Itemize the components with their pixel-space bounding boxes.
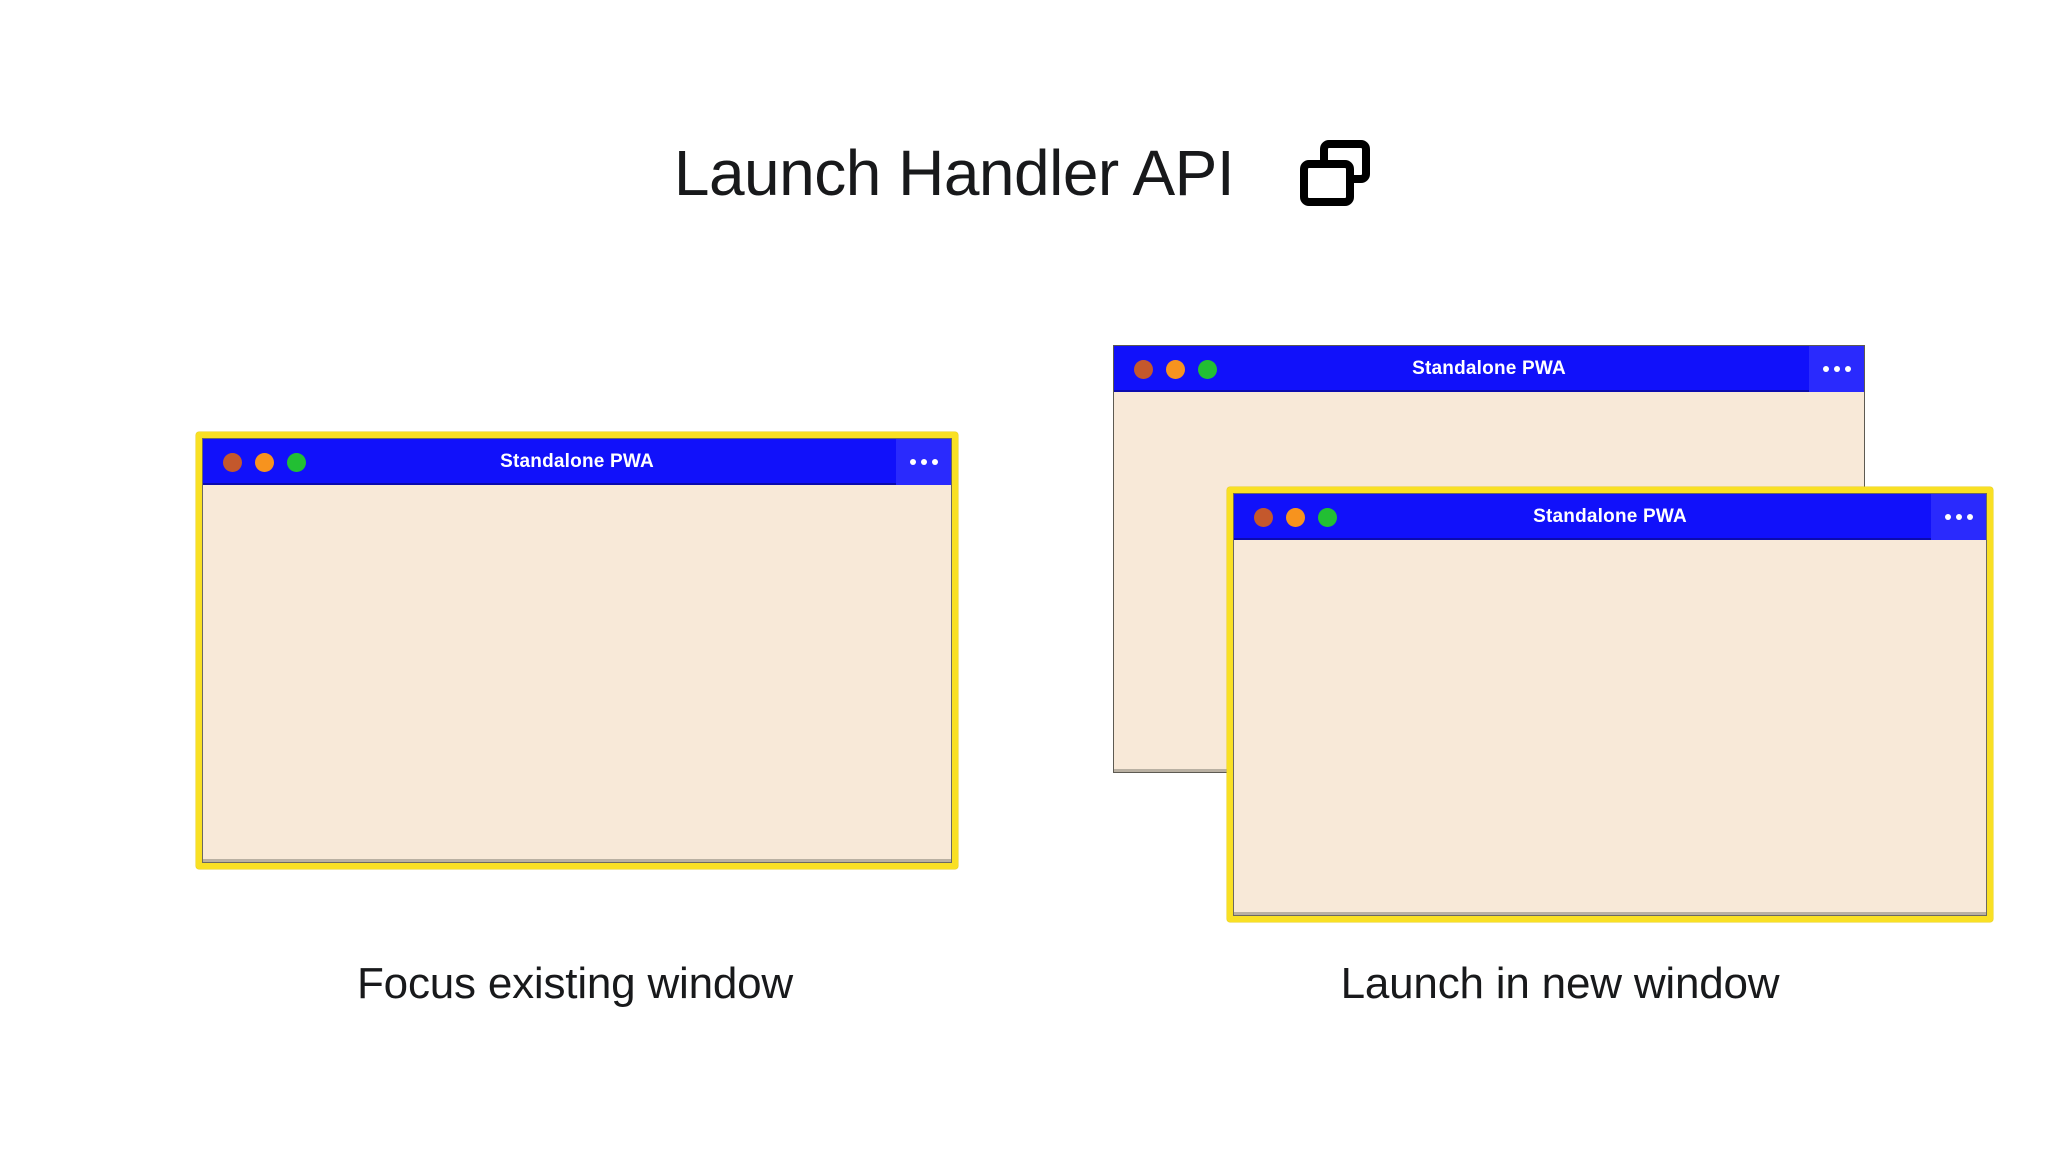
close-dot-icon[interactable] xyxy=(223,452,242,472)
menu-dot-icon xyxy=(1944,514,1951,520)
window-content-area xyxy=(203,485,951,862)
overflow-menu-button[interactable] xyxy=(1931,494,1986,540)
left-window[interactable]: Standalone PWA xyxy=(196,432,958,869)
close-dot-icon[interactable] xyxy=(1134,359,1153,379)
menu-dot-icon xyxy=(1955,514,1962,520)
menu-dot-icon xyxy=(931,459,938,465)
caption-focus-existing-window: Focus existing window xyxy=(357,959,793,1008)
traffic-light-controls[interactable] xyxy=(1254,507,1350,527)
minimize-dot-icon[interactable] xyxy=(1286,507,1305,527)
two-windows-icon xyxy=(1296,134,1374,212)
minimize-dot-icon[interactable] xyxy=(1166,359,1185,379)
menu-dot-icon xyxy=(1833,366,1840,372)
front-window[interactable]: Standalone PWA xyxy=(1227,487,1993,922)
traffic-light-controls[interactable] xyxy=(223,452,319,472)
page-title: Launch Handler API xyxy=(673,137,1235,209)
maximize-dot-icon[interactable] xyxy=(287,452,306,472)
menu-dot-icon xyxy=(920,459,927,465)
maximize-dot-icon[interactable] xyxy=(1198,359,1217,379)
window-content-area xyxy=(1234,540,1986,915)
menu-dot-icon xyxy=(1844,366,1851,372)
window-frame: Standalone PWA xyxy=(1233,493,1987,916)
maximize-dot-icon[interactable] xyxy=(1318,507,1337,527)
window-frame: Standalone PWA xyxy=(202,438,952,863)
page-header: Launch Handler API xyxy=(0,118,2048,228)
window-titlebar[interactable]: Standalone PWA xyxy=(1114,346,1864,392)
traffic-light-controls[interactable] xyxy=(1134,359,1230,379)
menu-dot-icon xyxy=(1822,366,1829,372)
window-titlebar[interactable]: Standalone PWA xyxy=(203,439,951,485)
close-dot-icon[interactable] xyxy=(1254,507,1273,527)
window-titlebar[interactable]: Standalone PWA xyxy=(1234,494,1986,540)
caption-launch-in-new-window: Launch in new window xyxy=(1340,959,1780,1008)
overflow-menu-button[interactable] xyxy=(1809,346,1864,392)
minimize-dot-icon[interactable] xyxy=(255,452,274,472)
menu-dot-icon xyxy=(909,459,916,465)
menu-dot-icon xyxy=(1966,514,1973,520)
overflow-menu-button[interactable] xyxy=(896,439,951,485)
